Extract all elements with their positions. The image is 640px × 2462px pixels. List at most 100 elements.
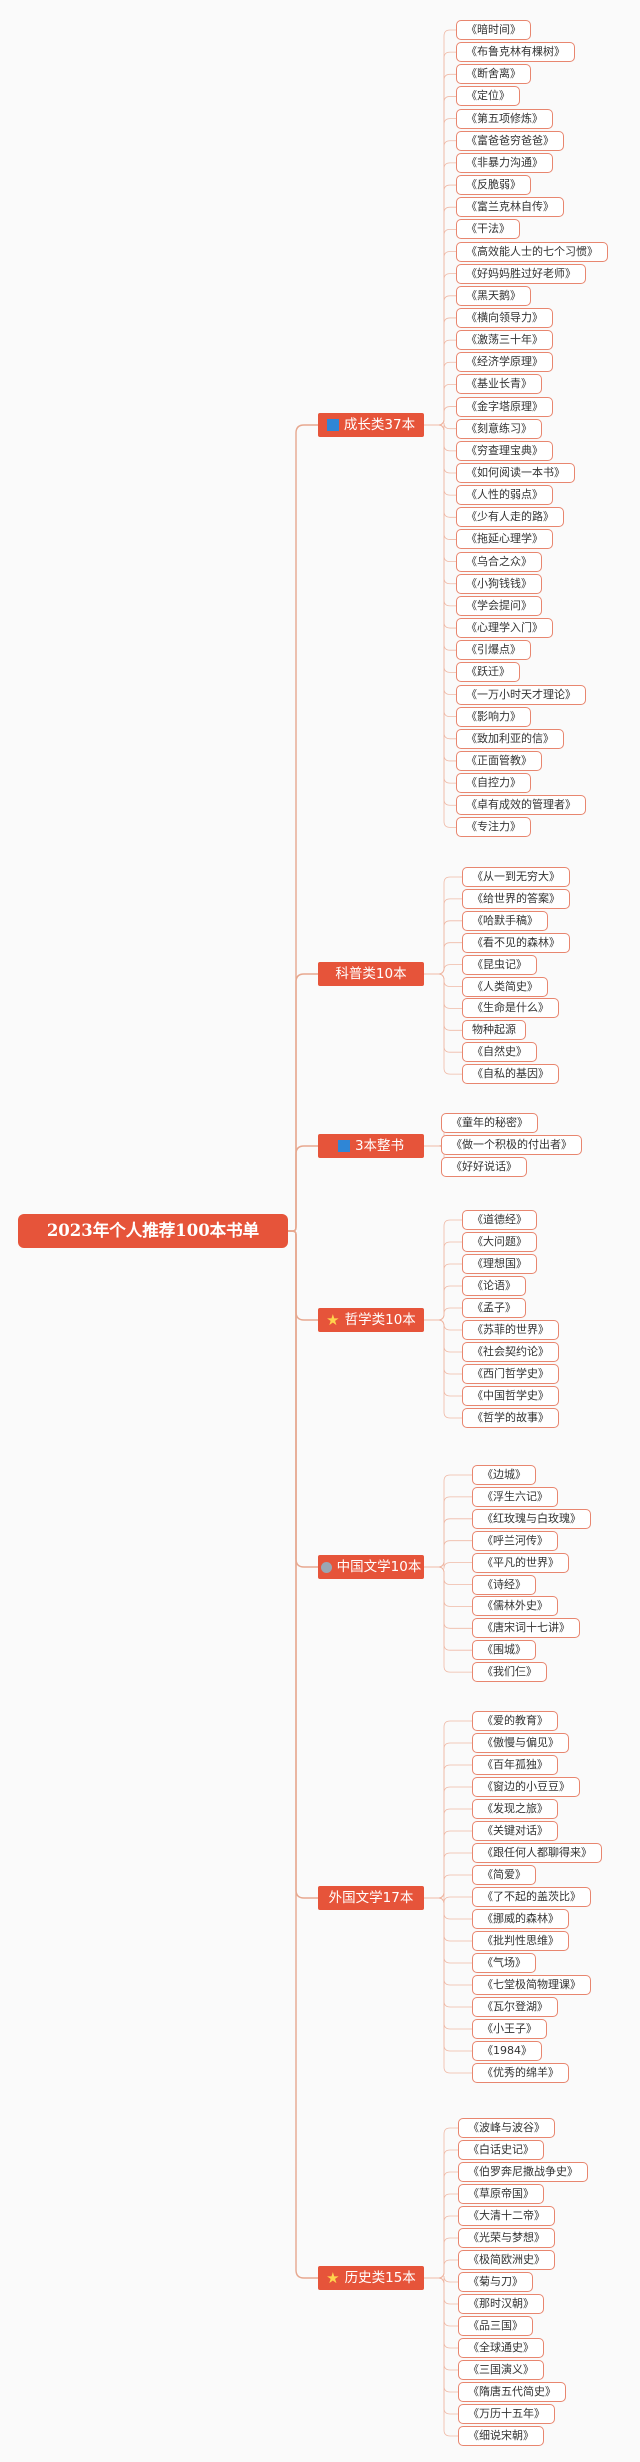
- book-item[interactable]: 《人类简史》: [462, 976, 548, 997]
- category-chinese-lit[interactable]: 中国文学10本: [318, 1555, 424, 1579]
- book-item[interactable]: 《看不见的森林》: [462, 932, 570, 953]
- book-item[interactable]: 《横向领导力》: [456, 307, 553, 328]
- book-item[interactable]: 《孟子》: [462, 1298, 526, 1318]
- book-item[interactable]: 《气场》: [472, 1953, 536, 1973]
- book-item[interactable]: 《正面管教》: [456, 750, 542, 771]
- book-item[interactable]: 《红玫瑰与白玫瑰》: [472, 1508, 591, 1529]
- book-item[interactable]: 《百年孤独》: [472, 1755, 558, 1775]
- book-item[interactable]: 《全球通史》: [458, 2338, 544, 2358]
- book-item[interactable]: 《影响力》: [456, 706, 531, 727]
- book-item[interactable]: 《唐宋词十七讲》: [472, 1618, 580, 1639]
- book-item[interactable]: 《从一到无穷大》: [462, 867, 570, 887]
- book-item[interactable]: 《非暴力沟通》: [456, 152, 553, 173]
- book-item[interactable]: 《一万小时天才理论》: [456, 684, 586, 705]
- book-item[interactable]: 《引爆点》: [456, 640, 531, 661]
- book-item[interactable]: 《富兰克林自传》: [456, 197, 564, 218]
- book-item[interactable]: 《如何阅读一本书》: [456, 463, 575, 483]
- book-item[interactable]: 《暗时间》: [456, 20, 531, 40]
- category-history[interactable]: ★历史类15本: [318, 2266, 424, 2290]
- book-item[interactable]: 《断舍离》: [456, 64, 531, 85]
- book-item[interactable]: 物种起源: [462, 1020, 526, 1041]
- book-item[interactable]: 《诗经》: [472, 1574, 536, 1595]
- book-item[interactable]: 《专注力》: [456, 817, 531, 838]
- book-item[interactable]: 《穷查理宝典》: [456, 440, 553, 461]
- book-item[interactable]: 《金字塔原理》: [456, 396, 553, 417]
- book-item[interactable]: 《反脆弱》: [456, 175, 531, 196]
- category-growth[interactable]: 成长类37本: [318, 413, 424, 437]
- root-node[interactable]: 2023年个人推荐100本书单: [18, 1214, 288, 1248]
- book-item[interactable]: 《优秀的绵羊》: [472, 2063, 569, 2083]
- book-item[interactable]: 《围城》: [472, 1640, 536, 1661]
- book-item[interactable]: 《少有人走的路》: [456, 507, 564, 528]
- category-whole[interactable]: 3本整书: [318, 1134, 424, 1158]
- book-item[interactable]: 《细说宋朝》: [458, 2426, 544, 2446]
- book-item[interactable]: 《平凡的世界》: [472, 1552, 569, 1573]
- book-item[interactable]: 《道德经》: [462, 1210, 537, 1230]
- book-item[interactable]: 《菊与刀》: [458, 2272, 533, 2292]
- book-item[interactable]: 《干法》: [456, 219, 520, 240]
- book-item[interactable]: 《基业长青》: [456, 374, 542, 395]
- book-item[interactable]: 《万历十五年》: [458, 2404, 555, 2424]
- book-item[interactable]: 《乌合之众》: [456, 551, 542, 572]
- book-item[interactable]: 《草原帝国》: [458, 2184, 544, 2204]
- book-item[interactable]: 《浮生六记》: [472, 1486, 558, 1507]
- book-item[interactable]: 《黑天鹅》: [456, 285, 531, 306]
- book-item[interactable]: 《我们仨》: [472, 1662, 547, 1683]
- category-philosophy[interactable]: ★哲学类10本: [318, 1308, 424, 1332]
- book-item[interactable]: 《做一个积极的付出者》: [441, 1135, 582, 1155]
- book-item[interactable]: 《生命是什么》: [462, 998, 559, 1019]
- book-item[interactable]: 《瓦尔登湖》: [472, 1997, 558, 2017]
- book-item[interactable]: 《社会契约论》: [462, 1342, 559, 1362]
- category-foreign-lit[interactable]: 外国文学17本: [318, 1886, 424, 1910]
- book-item[interactable]: 《了不起的盖茨比》: [472, 1887, 591, 1907]
- book-item[interactable]: 《傲慢与偏见》: [472, 1733, 569, 1753]
- book-item[interactable]: 《拖延心理学》: [456, 529, 553, 550]
- book-item[interactable]: 《白话史记》: [458, 2140, 544, 2160]
- book-item[interactable]: 《品三国》: [458, 2316, 533, 2336]
- book-item[interactable]: 《小狗钱钱》: [456, 573, 542, 594]
- book-item[interactable]: 《西门哲学史》: [462, 1364, 559, 1384]
- book-item[interactable]: 《关键对话》: [472, 1821, 558, 1841]
- book-item[interactable]: 《哲学的故事》: [462, 1408, 559, 1428]
- book-item[interactable]: 《自控力》: [456, 773, 531, 794]
- book-item[interactable]: 《大问题》: [462, 1232, 537, 1252]
- book-item[interactable]: 《呼兰河传》: [472, 1530, 558, 1551]
- book-item[interactable]: 《高效能人士的七个习惯》: [456, 241, 608, 262]
- book-item[interactable]: 《布鲁克林有棵树》: [456, 42, 575, 63]
- book-item[interactable]: 《昆虫记》: [462, 954, 537, 975]
- book-item[interactable]: 《论语》: [462, 1276, 526, 1296]
- book-item[interactable]: 《第五项修炼》: [456, 108, 553, 129]
- book-item[interactable]: 《中国哲学史》: [462, 1386, 559, 1406]
- book-item[interactable]: 《波峰与波谷》: [458, 2118, 555, 2138]
- book-item[interactable]: 《激荡三十年》: [456, 330, 553, 351]
- book-item[interactable]: 《好好说话》: [441, 1157, 527, 1177]
- book-item[interactable]: 《经济学原理》: [456, 352, 553, 373]
- book-item[interactable]: 《挪威的森林》: [472, 1909, 569, 1929]
- book-item[interactable]: 《爱的教育》: [472, 1711, 558, 1731]
- book-item[interactable]: 《童年的秘密》: [441, 1113, 538, 1133]
- book-item[interactable]: 《给世界的答案》: [462, 888, 570, 909]
- book-item[interactable]: 《简爱》: [472, 1865, 536, 1885]
- book-item[interactable]: 《自然史》: [462, 1042, 537, 1063]
- book-item[interactable]: 《七堂极简物理课》: [472, 1975, 591, 1995]
- book-item[interactable]: 《边城》: [472, 1465, 536, 1485]
- book-item[interactable]: 《光荣与梦想》: [458, 2228, 555, 2248]
- book-item[interactable]: 《三国演义》: [458, 2360, 544, 2380]
- book-item[interactable]: 《定位》: [456, 86, 520, 107]
- book-item[interactable]: 《儒林外史》: [472, 1596, 558, 1617]
- book-item[interactable]: 《学会提问》: [456, 595, 542, 616]
- book-item[interactable]: 《小王子》: [472, 2019, 547, 2039]
- book-item[interactable]: 《伯罗奔尼撒战争史》: [458, 2162, 588, 2182]
- book-item[interactable]: 《1984》: [472, 2041, 542, 2061]
- book-item[interactable]: 《批判性思维》: [472, 1931, 569, 1951]
- book-item[interactable]: 《哈默手稿》: [462, 910, 548, 931]
- book-item[interactable]: 《致加利亚的信》: [456, 728, 564, 749]
- book-item[interactable]: 《人性的弱点》: [456, 485, 553, 506]
- book-item[interactable]: 《心理学入门》: [456, 618, 553, 639]
- book-item[interactable]: 《隋唐五代简史》: [458, 2382, 566, 2402]
- book-item[interactable]: 《刻意练习》: [456, 418, 542, 439]
- book-item[interactable]: 《极简欧洲史》: [458, 2250, 555, 2270]
- book-item[interactable]: 《那时汉朝》: [458, 2294, 544, 2314]
- book-item[interactable]: 《跃迁》: [456, 662, 520, 683]
- book-item[interactable]: 《大清十二帝》: [458, 2206, 555, 2226]
